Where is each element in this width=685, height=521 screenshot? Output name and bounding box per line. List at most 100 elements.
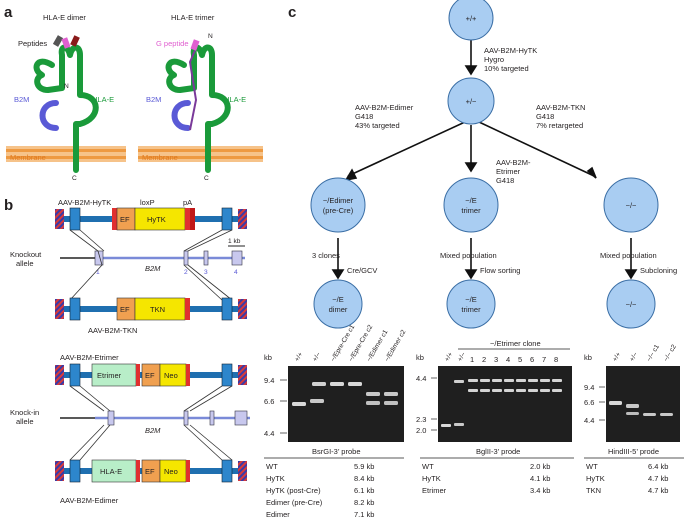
blot3-row-2-name: HyTK [586, 474, 605, 483]
blot1-band-precre2-upper [348, 382, 362, 386]
node-ko: −/− [603, 177, 659, 233]
step-etrimer-2: Etrimer [496, 167, 521, 176]
exon-1 [94, 250, 104, 266]
blot2-table: WT 2.0 kb HyTK 4.1 kb Etrimer 3.4 kb [422, 462, 550, 495]
node-etrimer-label-2: trimer [461, 206, 481, 215]
outcome-mid-2: Flow sorting [480, 266, 520, 275]
exon-2-label: 2 [184, 269, 188, 276]
node-ko-label: −/− [626, 201, 637, 210]
knockin-label-2: allele [16, 417, 34, 426]
c-terminus-dimer: C [72, 175, 77, 182]
step-hytk: AAV-B2M-HyTK Hygro 10% targeted [484, 46, 537, 73]
arrow-6-head [464, 269, 478, 280]
blot2-lane-2: 2 [482, 355, 486, 364]
peptide-dark-icon [52, 35, 64, 47]
exon-1-label: 1 [96, 269, 100, 276]
blot1-lane-1: +/+ [294, 351, 305, 363]
blot3-band-het-wt [626, 404, 639, 408]
blot2-row-1-name: WT [422, 462, 434, 471]
step-etrimer-1: AAV-B2M- [496, 158, 531, 167]
blot3-band-c1 [643, 413, 656, 416]
g-peptide-icon [190, 39, 200, 51]
vector-hytk: AAV-B2M-HyTK loxP pA EF HyTK [55, 198, 247, 231]
blot1-row-3-size: 6.1 kb [354, 486, 374, 495]
blot3-lane-3: −/− c1 [646, 343, 661, 363]
blot1-lane-2: +/− [312, 351, 323, 363]
scale-label: 1 kb [228, 238, 241, 245]
blot1-probe-label: BsrGI-3’ probe [312, 447, 361, 456]
vector-etrimer: AAV-B2M-Etrimer Etrimer EF Neo [55, 353, 247, 387]
blot3-marker-94: 9.4 [584, 383, 594, 392]
outcome-right-1: Mixed population [600, 251, 657, 260]
itr-left-hytk [55, 209, 64, 229]
b2m-label-trimer: B2M [146, 95, 161, 104]
blot1-row-1-size: 5.9 kb [354, 462, 374, 471]
blot2-lane-8: 8 [554, 355, 558, 364]
arrow-3-head [464, 162, 478, 173]
knockin-allele: Knock-in allele B2M [10, 385, 250, 461]
node-edimer-precre: −/Edimer (pre-Cre) [310, 177, 366, 233]
step-edimer-1: AAV-B2M-Edimer [355, 103, 414, 112]
step-edimer: AAV-B2M-Edimer G418 43% targeted [355, 103, 414, 130]
vector-edimer: HLA-E EF Neo AAV-B2M-Edimer [55, 459, 247, 505]
knockout-allele: Knockout allele 1 2 3 4 B2M 1 kb [10, 229, 245, 301]
panel-c-label: c [288, 4, 296, 21]
vector-edimer-title: AAV-B2M-Edimer [60, 496, 119, 505]
blot1-row-2-name: HyTK [266, 474, 285, 483]
blot3-lane-2: +/− [629, 351, 640, 363]
b2m-gene-label-ki: B2M [145, 426, 161, 435]
arrow-5-head [331, 269, 345, 280]
blot2-clone-bands [468, 379, 562, 392]
node-etrimer-label-1: −/E [465, 196, 476, 205]
blot1-kb-label: kb [264, 353, 272, 362]
blot2-band-het-hytk [454, 380, 464, 383]
pa-label: pA [183, 198, 192, 207]
node-edimer-precre-label-2: (pre-Cre) [323, 206, 354, 215]
blot-hindiii: kb 9.4 6.6 4.4 +/+ +/− −/− c1 −/− c2 Hin… [584, 343, 684, 495]
hla-label-dimer: HLA-E [92, 95, 114, 104]
blot1-band-edimer2-lower [384, 401, 398, 405]
blot3-lane-4: −/− c2 [663, 343, 678, 363]
blot2-lane-4: 4 [506, 355, 510, 364]
blot1-band-edimer1-upper [366, 392, 380, 396]
neo-label-edimer: Neo [164, 467, 178, 476]
blot1-band-wt [292, 402, 306, 406]
hla-e-gene-label-edimer: HLA-E [100, 467, 122, 476]
blot1-row-5-size: 7.1 kb [354, 510, 374, 519]
knockin-label-1: Knock-in [10, 408, 39, 417]
blot1-row-1-name: WT [266, 462, 278, 471]
neo-label-etrimer: Neo [164, 371, 178, 380]
arrow-2-head [344, 168, 358, 182]
node-etrimer-sorted-label-2: trimer [461, 305, 481, 314]
outcome-left-2: Cre/GCV [347, 266, 377, 275]
panel-b: b AAV-B2M-HyTK loxP pA EF HyTK Knockout … [4, 197, 250, 505]
node-edimer-label-2: dimer [329, 305, 348, 314]
blot-bglii: −/Etrimer clone kb 4.4 2.3 2.0 [416, 339, 574, 495]
membrane-trimer-label: Membrane [142, 153, 178, 162]
step-hytk-2: Hygro [484, 55, 504, 64]
blot2-lane-1: 1 [470, 355, 474, 364]
blot3-band-het-hytk [626, 412, 639, 415]
b2m-label-dimer: B2M [14, 95, 29, 104]
exon-2 [183, 250, 189, 266]
arrow-1-head [464, 65, 478, 76]
node-het: +/− [447, 77, 495, 125]
n-terminus-dimer: N [64, 83, 69, 90]
loxp-label: loxP [140, 198, 155, 207]
step-tkn-3: 7% retargeted [536, 121, 583, 130]
blot3-band-c2 [660, 413, 673, 416]
blot1-row-4-name: Edimer (pre-Cre) [266, 498, 323, 507]
ef-label-etrimer: EF [145, 371, 155, 380]
c-terminus-trimer: C [204, 175, 209, 182]
b2m-gene-label-ko: B2M [145, 264, 161, 273]
blot3-table: WT 6.4 kb HyTK 4.7 kb TKN 4.7 kb [586, 462, 668, 495]
node-edimer: −/E dimer [313, 279, 363, 329]
node-ko-subcloned-label: −/− [626, 300, 637, 309]
node-etrimer: −/E trimer [443, 177, 499, 233]
itr-right-hytk [238, 209, 247, 229]
node-edimer-precre-label-1: −/Edimer [323, 196, 354, 205]
arrow-7-head [624, 269, 638, 280]
node-edimer-label-1: −/E [332, 295, 343, 304]
step-edimer-2: G418 [355, 112, 373, 121]
outcome-right-2: Subcloning [640, 266, 677, 275]
